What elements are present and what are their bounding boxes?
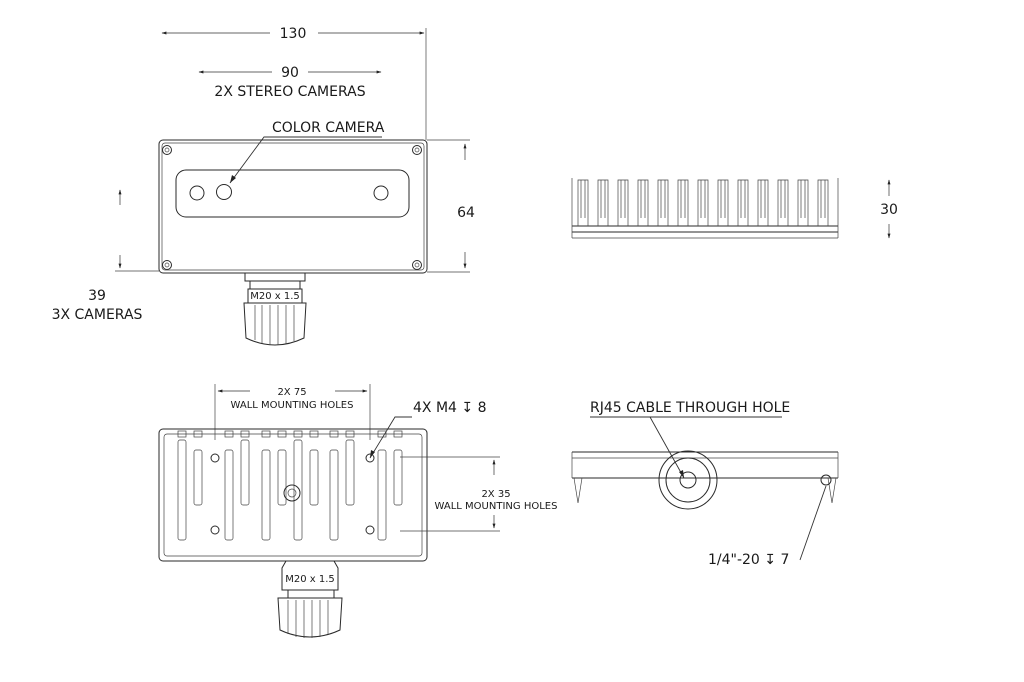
heatsink-fin	[817, 179, 829, 226]
fin-tab	[329, 430, 339, 438]
heatsink-fin	[177, 439, 187, 541]
heatsink-fin	[637, 179, 649, 226]
heatsink-fin	[697, 179, 709, 226]
heatsink-fin	[240, 439, 250, 506]
cameras-label: 3X CAMERAS	[52, 307, 143, 323]
dim-v-spacing: 2X 35	[481, 489, 510, 500]
tripod-label: 1/4"-20 ↧ 7	[708, 552, 789, 568]
heatsink-fin	[377, 449, 387, 541]
heatsink-fin	[293, 439, 303, 541]
screw-icon	[162, 145, 422, 270]
heatsink-fin	[677, 179, 689, 226]
heatsink-fin	[309, 449, 319, 506]
dim-width-overall: 130	[280, 26, 307, 42]
rear-view: 2X 75 WALL MOUNTING HOLES 4X M4 ↧ 8 2X 3…	[158, 384, 558, 638]
rj45-port-icon	[658, 450, 718, 510]
heatsink-fin	[657, 179, 669, 226]
heatsink-fin	[617, 179, 629, 226]
heatsink-fin	[393, 449, 403, 506]
heatsink-fin	[329, 449, 339, 541]
front-view: 130 90 2X STEREO CAMERAS COLOR CAMERA 64	[52, 26, 475, 346]
fin-tab	[177, 430, 187, 438]
heatsink-fin	[777, 179, 789, 226]
heatsink-fin	[597, 179, 609, 226]
dim-width-stereo: 90	[281, 65, 299, 81]
cable-gland-icon: M20 x 1.5	[243, 272, 307, 346]
bottom-view: RJ45 CABLE THROUGH HOLE 1/4"-20 ↧ 7	[571, 400, 839, 568]
lens-icon	[216, 184, 232, 200]
heatsink-fin	[717, 179, 729, 226]
h-mounting-label: WALL MOUNTING HOLES	[231, 400, 354, 411]
stereo-cameras-label: 2X STEREO CAMERAS	[214, 84, 365, 100]
dim-depth: 30	[880, 202, 898, 218]
fin-tab	[345, 430, 355, 438]
connector-mark: M20 x 1.5	[250, 291, 300, 302]
heatsink-fin	[193, 449, 203, 506]
dim-height: 64	[457, 205, 475, 221]
heatsink-fin	[224, 449, 234, 541]
heatsink-fin	[261, 449, 271, 541]
fin-tab	[277, 430, 287, 438]
fin-tab	[393, 430, 403, 438]
fin-tab	[193, 430, 203, 438]
fin-tab	[377, 430, 387, 438]
heatsink-fin	[737, 179, 749, 226]
heatsink-fin	[577, 179, 589, 226]
v-mounting-label: WALL MOUNTING HOLES	[435, 501, 558, 512]
fin-tab	[240, 430, 250, 438]
connector-mark: M20 x 1.5	[285, 574, 335, 585]
heatsink-fin	[277, 449, 287, 506]
rj45-label: RJ45 CABLE THROUGH HOLE	[590, 400, 790, 416]
dim-lens-spacing: 39	[88, 288, 106, 304]
color-camera-label: COLOR CAMERA	[272, 120, 385, 136]
fin-tab	[293, 430, 303, 438]
fin-tab	[261, 430, 271, 438]
lens-icon	[189, 185, 205, 201]
fin-tab	[224, 430, 234, 438]
heatsink-fin	[757, 179, 769, 226]
dim-h-spacing: 2X 75	[277, 387, 306, 398]
fin-tab	[309, 430, 319, 438]
tripod-hole-icon	[820, 474, 832, 486]
center-boss-icon	[283, 484, 301, 502]
lens-icon	[373, 185, 389, 201]
thread-label: 4X M4 ↧ 8	[413, 400, 486, 416]
mounting-hole-icon	[210, 453, 375, 535]
heatsink-fin	[345, 439, 355, 506]
cable-gland-icon: M20 x 1.5	[277, 560, 343, 638]
heatsink-fin	[797, 179, 809, 226]
side-view: 30	[571, 178, 898, 239]
